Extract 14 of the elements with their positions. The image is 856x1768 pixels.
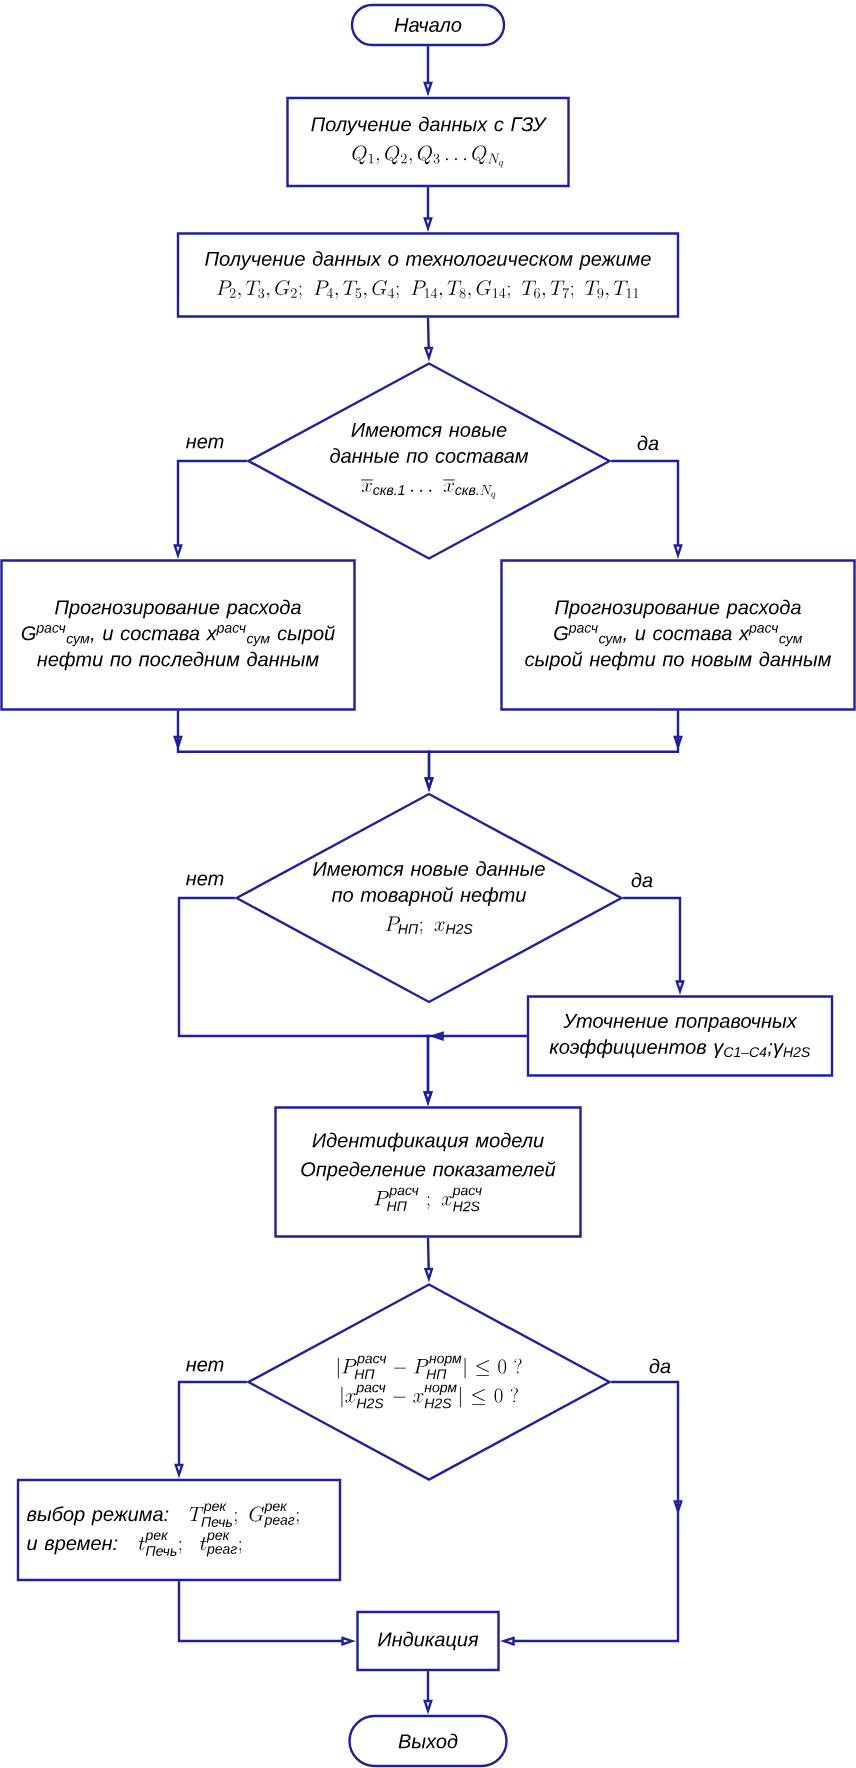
process-box: Получение данных с ГЗУ $Q_1,Q_2,Q_3\ldots Q_{N_q}$ <box>286 96 570 188</box>
edge-label: да <box>629 871 655 889</box>
edge-label: да <box>647 1357 673 1375</box>
edge-label: да <box>635 434 661 452</box>
process-box: Идентификация модели Определение показателей $P^{\text{расч}}_{\text{НП}}\ ;\ x^{\text{расч}}_{\text{H2S}}$ <box>274 1106 582 1238</box>
edge-label: нет <box>184 1359 226 1373</box>
process-box: Прогнозирование расхода G$^{расч}$$_{сум}$, и состава x$^{расч}$сум сырой нефти по новым данным <box>500 559 856 711</box>
process-box: $\text{выбор режима:}\quad T^{\text{рек}}_{\text{Печь}};\ G^{\text{рек}}_{\text{реаг}};$ $\text{и времен:}\quad t^{\text{рек}}_{\text{Печь}};\ \ t^{\text{рек}}_{\text{реаг}};$ <box>16 1478 342 1582</box>
process-box: Получение данных о технологическом режиме $P_2,T_3,G_2;\ P_4,T_5,G_4;\ P_{14},T_8,G_{14};\ T_6,T_7;\ T_9,T_{11}$ <box>176 232 680 318</box>
edge-label: нет <box>184 436 226 450</box>
process-box: Прогнозирование расхода G$^{расч}$$_{сум}$, и состава x$^{расч}$$_{сум}$ сырой нефти по последним данным <box>0 559 356 711</box>
process-box: Уточнение поправочных коэффициентов γ$_{C1–C4}$;γ$_{H2S}$ <box>526 995 834 1077</box>
process-box: Индикация <box>356 1610 500 1672</box>
edge-label: нет <box>184 873 226 887</box>
